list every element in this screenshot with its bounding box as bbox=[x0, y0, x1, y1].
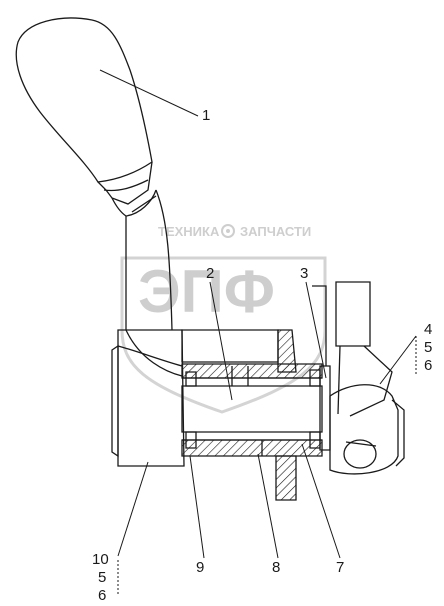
left-block bbox=[111, 329, 185, 467]
housing bbox=[181, 329, 323, 501]
callout-3: 3 bbox=[300, 265, 308, 282]
callout-10-5: 5 bbox=[98, 569, 106, 586]
watermark-brand-left: ТЕХНИКА bbox=[158, 224, 220, 239]
callout-6: 6 bbox=[424, 357, 432, 374]
watermark-shield bbox=[120, 256, 327, 414]
callout-4: 4 bbox=[424, 321, 432, 338]
callout-5: 5 bbox=[424, 339, 432, 356]
right-lever bbox=[312, 281, 405, 475]
callout-10-6: 6 bbox=[98, 587, 106, 604]
callout-2: 2 bbox=[206, 265, 214, 282]
callout-10: 10 bbox=[92, 551, 109, 568]
lever-rod bbox=[125, 189, 173, 331]
callout-labels: 1 2 3 4 5 6 7 8 9 10 5 6 bbox=[92, 107, 432, 604]
callout-9: 9 bbox=[196, 559, 204, 576]
watermark-brand-right: ЗАПЧАСТИ bbox=[240, 224, 311, 239]
gear-icon bbox=[221, 224, 235, 238]
callout-7: 7 bbox=[336, 559, 344, 576]
leader-lines bbox=[99, 69, 417, 596]
watermark-logo: ЭПФ bbox=[138, 258, 275, 325]
knob-handle bbox=[15, 17, 157, 217]
watermark: ТЕХНИКА ЗАПЧАСТИ ЭПФ bbox=[120, 224, 327, 414]
callout-8: 8 bbox=[272, 559, 280, 576]
callout-1: 1 bbox=[202, 107, 210, 124]
